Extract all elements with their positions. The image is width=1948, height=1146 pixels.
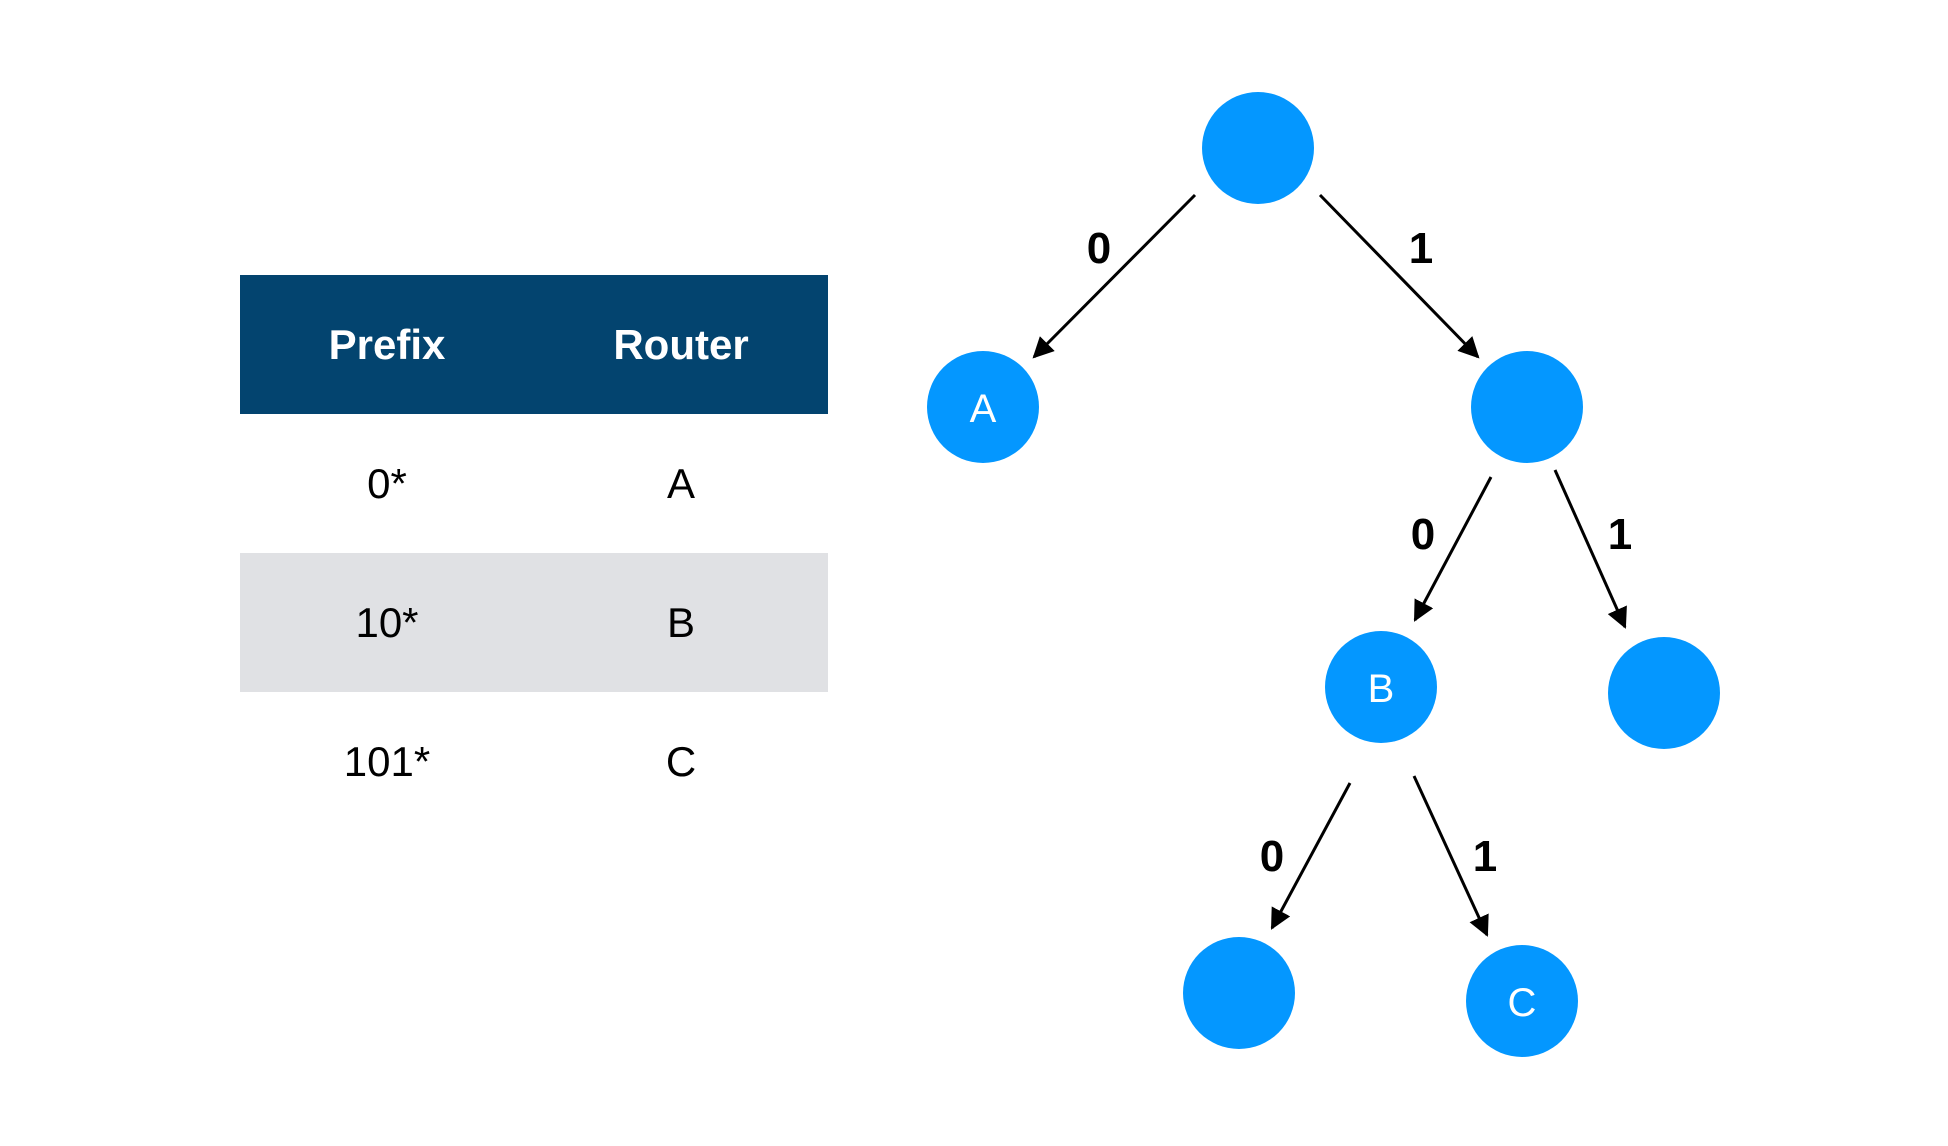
- trie-node-11: [1608, 637, 1720, 749]
- node-label: B: [1368, 667, 1395, 711]
- table-row: 10* B: [240, 553, 828, 692]
- trie-edge-1-1: [1553, 469, 1627, 629]
- trie-node-0: A: [927, 351, 1039, 463]
- edge-label: 0: [1087, 224, 1111, 273]
- edge-label: 1: [1608, 510, 1632, 559]
- prefix-router-table: Prefix Router 0* A 10* B 101* C: [240, 275, 828, 831]
- prefix-cell: 10*: [355, 598, 419, 646]
- prefix-cell: 0*: [367, 459, 407, 507]
- prefix-column-header: Prefix: [328, 320, 446, 368]
- prefix-cell: 101*: [343, 737, 431, 785]
- trie-node-10: B: [1325, 631, 1437, 743]
- trie-edge-root-0: [1032, 193, 1197, 359]
- router-cell: B: [666, 598, 695, 646]
- node-label: C: [1508, 981, 1537, 1025]
- trie-node-1: [1471, 351, 1583, 463]
- edge-label: 1: [1409, 224, 1433, 273]
- node-label: A: [970, 387, 997, 431]
- trie-edge-root-1: [1318, 193, 1480, 359]
- trie-node-root: [1202, 92, 1314, 204]
- router-column-header: Router: [613, 320, 749, 368]
- table-row: 101* C: [240, 692, 828, 831]
- trie-node-100: [1183, 937, 1295, 1049]
- trie-node-101: C: [1466, 945, 1578, 1057]
- router-cell: C: [665, 737, 697, 785]
- router-cell: A: [666, 459, 695, 507]
- table-header-row: Prefix Router: [240, 275, 828, 414]
- edge-label: 0: [1260, 832, 1284, 881]
- trie-edge-10-0: [1270, 782, 1352, 930]
- edge-label: 1: [1473, 832, 1497, 881]
- trie-edge-10-1: [1412, 775, 1489, 937]
- table-row: 0* A: [240, 414, 828, 553]
- trie-edge-1-0: [1413, 476, 1493, 622]
- edge-label: 0: [1411, 510, 1435, 559]
